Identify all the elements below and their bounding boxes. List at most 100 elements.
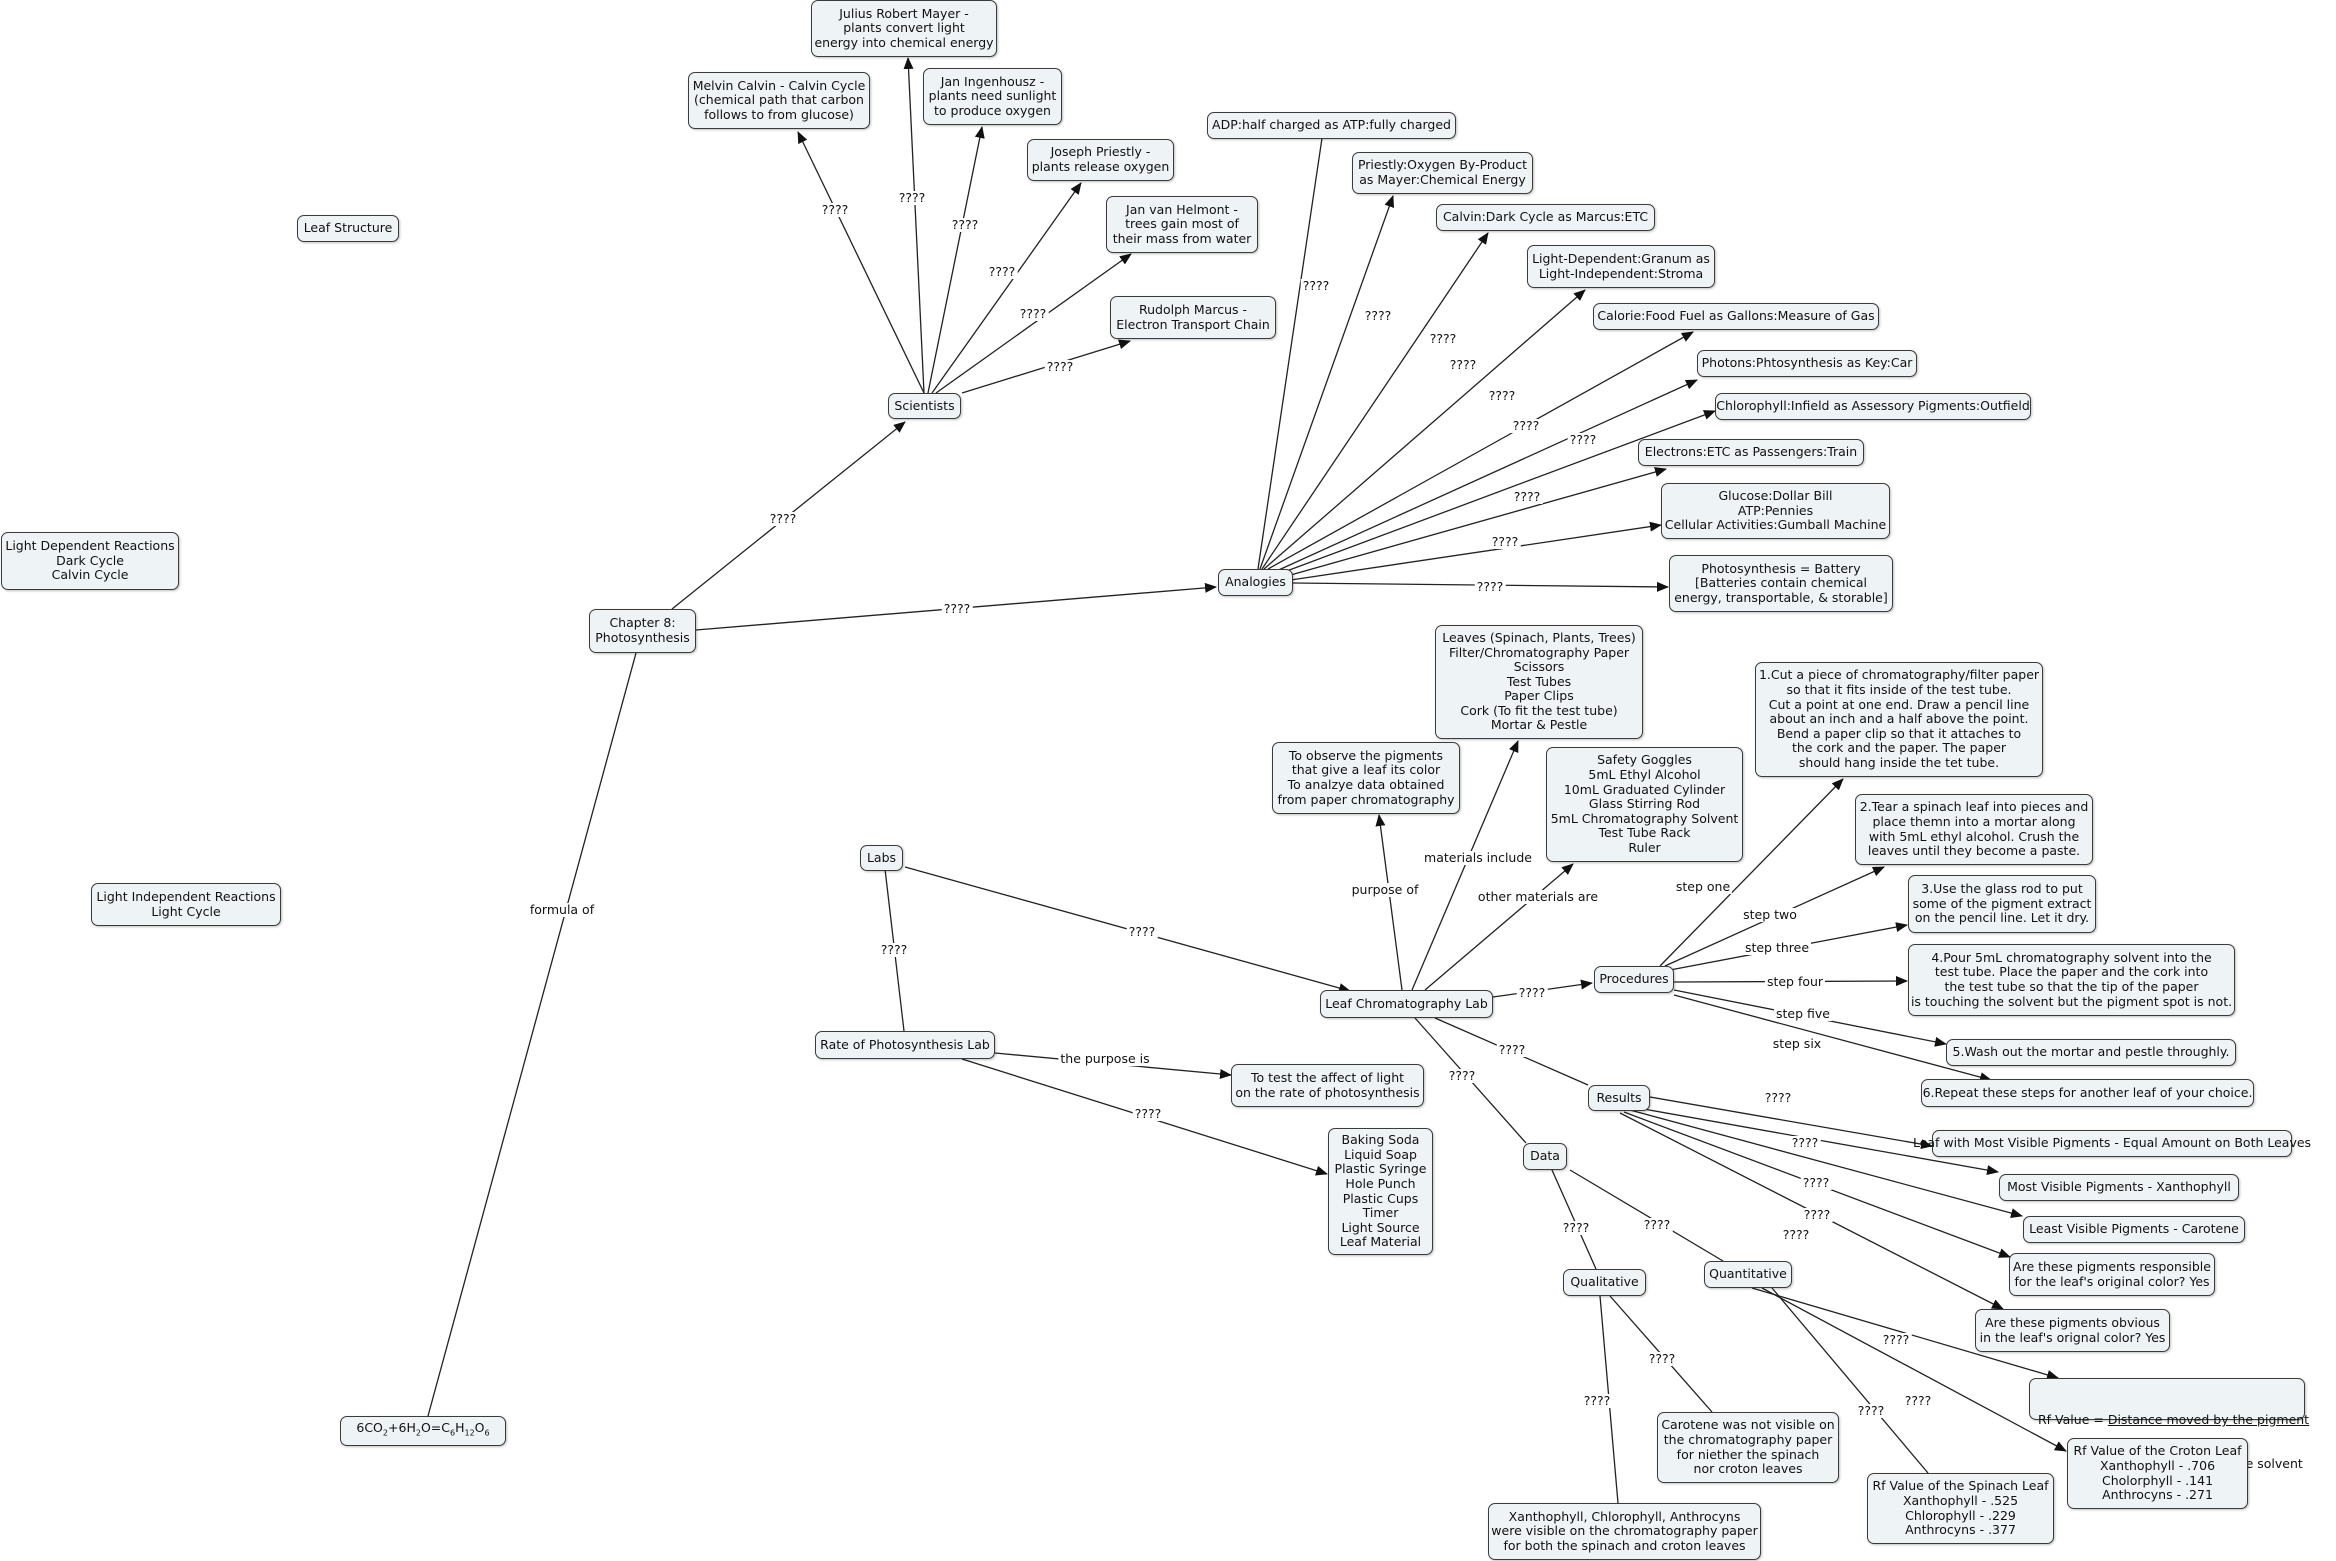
link-label: ???? [1427,331,1459,346]
link-label: ???? [1044,359,1076,374]
node-light-dependent-reactions[interactable]: Light Dependent Reactions Dark Cycle Cal… [1,532,179,590]
link-label: the purpose is [1058,1051,1152,1066]
link-label: ???? [1780,1227,1812,1242]
arrow-link [1271,379,1698,574]
node-rate-materials[interactable]: Baking Soda Liquid Soap Plastic Syringe … [1328,1128,1433,1255]
node-leaf-materials[interactable]: Leaves (Spinach, Plants, Trees) Filter/C… [1435,625,1643,739]
arrow-link [1257,117,1329,570]
node-qualitative-1[interactable]: Carotene was not visible on the chromato… [1657,1412,1839,1483]
node-leaf-lab[interactable]: Leaf Chromatography Lab [1320,990,1493,1018]
node-rate-lab[interactable]: Rate of Photosynthesis Lab [815,1031,995,1059]
plain-link [1551,1169,1597,1270]
formula-text: 6CO2+6H2O=C6H12O6 [356,1419,490,1438]
plain-link [427,652,637,1417]
link-label: ???? [1800,1175,1832,1190]
arrow-link [1263,289,1586,570]
node-scientists[interactable]: Scientists [888,393,961,419]
plain-link [1771,1287,1929,1474]
node-step-1[interactable]: 1.Cut a piece of chromatography/filter p… [1755,662,2043,777]
node-light-independent-reactions[interactable]: Light Independent Reactions Light Cycle [91,883,281,926]
node-analogy-calorie[interactable]: Calorie:Food Fuel as Gallons:Measure of … [1593,303,1879,330]
node-scientist-calvin[interactable]: Melvin Calvin - Calvin Cycle (chemical p… [688,72,870,129]
node-step-5[interactable]: 5.Wash out the mortar and pestle through… [1946,1039,2236,1066]
arrow-link [1283,521,1662,582]
node-scientist-mayer[interactable]: Julius Robert Mayer - plants convert lig… [811,0,997,57]
node-rf-croton[interactable]: Rf Value of the Croton Leaf Xanthophyll … [2067,1438,2248,1509]
link-label: formula of [527,902,597,917]
node-analogy-electrons[interactable]: Electrons:ETC as Passengers:Train [1638,439,1864,466]
node-analogy-glucose[interactable]: Glucose:Dollar Bill ATP:Pennies Cellular… [1661,483,1890,539]
arrow-link [1261,232,1489,570]
node-formula[interactable]: 6CO2+6H2O=C6H12O6 [340,1416,506,1446]
node-leaf-structure[interactable]: Leaf Structure [297,215,399,242]
link-label: ???? [1641,1217,1673,1232]
link-label: ???? [1646,1351,1678,1366]
link-label: ???? [1581,1393,1613,1408]
arrow-link [1275,410,1716,576]
node-step-4[interactable]: 4.Pour 5mL chromatography solvent into t… [1908,944,2235,1016]
link-label: ???? [767,511,799,526]
node-analogy-priestly[interactable]: Priestly:Oxygen By-Product as Mayer:Chem… [1352,152,1533,194]
link-label: other materials are [1475,889,1601,904]
link-label: ???? [1486,388,1518,403]
link-label: step five [1774,1006,1832,1021]
arrow-link [1279,467,1667,579]
node-step-6[interactable]: 6.Repeat these steps for another leaf of… [1921,1079,2254,1107]
link-label: ???? [1880,1332,1912,1347]
node-scientist-marcus[interactable]: Rudolph Marcus - Electron Transport Chai… [1110,296,1276,339]
node-qualitative-2[interactable]: Xanthophyll, Chlorophyll, Anthrocyns wer… [1488,1503,1761,1560]
node-scientist-ingenhousz[interactable]: Jan Ingenhousz - plants need sunlight to… [923,68,1062,125]
arrow-link [1375,814,1403,991]
node-analogies[interactable]: Analogies [1218,569,1293,596]
node-rf-spinach[interactable]: Rf Value of the Spinach Leaf Xanthophyll… [1867,1473,2054,1544]
link-label: ???? [1789,1135,1821,1150]
node-chapter8-photosynthesis[interactable]: Chapter 8: Photosynthesis [589,609,696,653]
node-analogy-battery[interactable]: Photosynthesis = Battery [Batteries cont… [1669,555,1893,612]
node-result-1[interactable]: Leaf with Most Visible Pigments - Equal … [1913,1130,2311,1157]
arrow-link [927,126,985,394]
link-label: ???? [1510,418,1542,433]
arrow-link [797,131,925,394]
link-label: ???? [1362,308,1394,323]
node-analogy-granum[interactable]: Light-Dependent:Granum as Light-Independ… [1527,245,1715,288]
link-label: ???? [819,202,851,217]
link-label: ???? [941,601,973,616]
plain-link [1569,1169,1724,1262]
node-step-2[interactable]: 2.Tear a spinach leaf into pieces and pl… [1855,794,2093,865]
node-result-3[interactable]: Least Visible Pigments - Carotene [2023,1216,2245,1243]
link-label: ???? [1567,432,1599,447]
node-labs[interactable]: Labs [860,845,903,871]
node-scientist-helmont[interactable]: Jan van Helmont - trees gain most of the… [1106,196,1258,253]
node-leaf-purpose[interactable]: To observe the pigments that give a leaf… [1272,742,1460,814]
node-result-5[interactable]: Are these pigments obvious in the leaf's… [1975,1309,2170,1352]
link-label: ???? [1762,1090,1794,1105]
rf-formula-line1: Rf Value = Distance moved by the pigment [2038,1412,2310,1428]
node-scientist-priestly[interactable]: Joseph Priestly - plants release oxygen [1027,139,1174,181]
node-analogy-adp[interactable]: ADP:half charged as ATP:fully charged [1207,112,1456,139]
node-analogy-photons[interactable]: Photons:Phtosynthesis as Key:Car [1697,350,1917,377]
node-result-4[interactable]: Are these pigments responsible for the l… [2009,1253,2215,1296]
link-label: ???? [1447,357,1479,372]
link-label: ???? [1489,534,1521,549]
node-analogy-calvin[interactable]: Calvin:Dark Cycle as Marcus:ETC [1436,204,1655,231]
node-quantitative[interactable]: Quantitative [1704,1261,1792,1288]
arrow-link [1411,740,1519,991]
node-analogy-chlorophyll[interactable]: Chlorophyll:Infield as Assessory Pigment… [1715,393,2031,420]
link-label: ???? [1132,1106,1164,1121]
node-qualitative[interactable]: Qualitative [1563,1269,1646,1296]
arrow-link [1259,195,1395,570]
link-label: step four [1764,974,1826,989]
node-result-2[interactable]: Most Visible Pigments - Xanthophyll [1999,1174,2239,1201]
node-data[interactable]: Data [1523,1143,1567,1170]
link-label: ???? [1446,1068,1478,1083]
arrow-link [1629,1109,2023,1218]
node-results[interactable]: Results [1588,1085,1650,1111]
node-procedures[interactable]: Procedures [1594,966,1674,993]
link-label: step one [1673,879,1733,894]
node-step-3[interactable]: 3.Use the glass rod to put some of the p… [1908,875,2096,933]
node-rate-purpose[interactable]: To test the affect of light on the rate … [1231,1064,1424,1107]
node-rf-formula[interactable]: Rf Value = Distance moved by the pigment… [2029,1378,2309,1471]
link-label: ???? [1855,1403,1887,1418]
node-leaf-other-materials[interactable]: Safety Goggles 5mL Ethyl Alcohol 10mL Gr… [1546,747,1743,862]
link-label: ???? [1516,985,1548,1000]
